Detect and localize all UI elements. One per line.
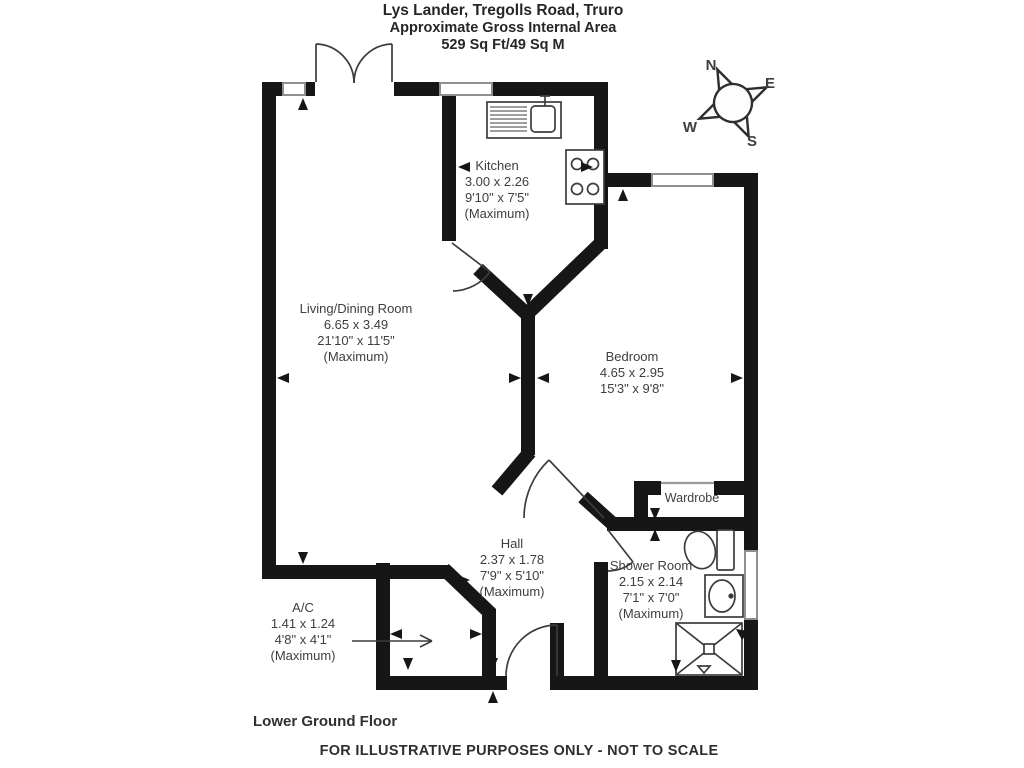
disclaimer: FOR ILLUSTRATIVE PURPOSES ONLY - NOT TO …	[319, 743, 719, 759]
room-dim-note: (Maximum)	[464, 206, 530, 221]
walls	[262, 82, 758, 690]
wash-basin	[704, 574, 744, 618]
room-name: Hall	[500, 536, 524, 551]
room-name: Shower Room	[609, 558, 693, 573]
area-caption: Approximate Gross Internal Area	[389, 20, 617, 36]
windows	[282, 82, 758, 620]
wall-right-lower-bottom	[559, 619, 758, 690]
arrow-bedroom-left	[537, 373, 549, 383]
door-bedroom	[523, 459, 605, 519]
compass-n: N	[706, 57, 717, 74]
arrow-shower-corner	[736, 629, 749, 640]
room-dim-note: (Maximum)	[270, 648, 336, 663]
compass-s: S	[747, 133, 757, 150]
compass-rose-icon: N E W S	[683, 57, 775, 150]
sink-drainer	[486, 95, 562, 139]
window-kitchen-top	[439, 82, 493, 96]
french-doors-living	[315, 43, 393, 84]
arrow-wardrobe-down	[650, 508, 660, 520]
room-dim-imperial: 21'10" x 11'5"	[317, 333, 395, 348]
wall-divider-diagonal	[491, 447, 536, 496]
doors	[315, 43, 714, 677]
compass-w: W	[683, 119, 698, 136]
room-name: Living/Dining Room	[299, 301, 413, 316]
arrow-kitchen-bottom	[523, 294, 533, 306]
room-name: A/C	[292, 600, 314, 615]
address-line: Lys Lander, Tregolls Road, Truro	[382, 2, 624, 19]
room-dim-note: (Maximum)	[323, 349, 389, 364]
window-living-top	[282, 82, 306, 96]
bedroom-label: Bedroom 4.65 x 2.95 15'3" x 9'8"	[600, 349, 664, 397]
room-dim-note: (Maximum)	[479, 584, 545, 599]
compass-e: E	[765, 75, 775, 92]
drain	[696, 665, 712, 675]
room-dim-imperial: 7'9" x 5'10"	[479, 568, 545, 583]
room-dim-imperial: 7'1" x 7'0"	[622, 590, 680, 605]
door-shower-room	[607, 529, 634, 572]
arrow-wardrobe-up	[650, 529, 660, 541]
arrow-ac-left	[390, 629, 402, 639]
wardrobe-label: Wardrobe	[665, 490, 719, 506]
shower-tray	[675, 622, 743, 676]
room-dim-imperial: 9'10" x 7'5"	[464, 190, 530, 205]
kitchen-label: Kitchen 3.00 x 2.26 9'10" x 7'5" (Maximu…	[465, 158, 530, 222]
arrow-shower-bottom	[671, 660, 681, 672]
arrow-living-bottom	[298, 552, 308, 564]
shower-room-label: Shower Room 2.15 x 2.14 7'1" x 7'0" (Max…	[610, 558, 692, 622]
room-dim-metric: 2.15 x 2.14	[618, 574, 684, 589]
room-name: Wardrobe	[664, 491, 720, 505]
room-dim-metric: 3.00 x 2.26	[464, 174, 530, 189]
wall-left-and-top	[262, 82, 283, 579]
hall-label: Hall 2.37 x 1.78 7'9" x 5'10" (Maximum)	[480, 536, 545, 600]
living-room-label: Living/Dining Room 6.65 x 3.49 21'10" x …	[300, 301, 413, 365]
arrow-ac-bottom	[403, 658, 413, 670]
arrow-hall-bottom-up	[488, 691, 498, 703]
room-dim-metric: 1.41 x 1.24	[270, 616, 336, 631]
ac-leader-arrow	[352, 634, 433, 648]
room-dim-metric: 2.37 x 1.78	[479, 552, 545, 567]
tap	[540, 95, 550, 106]
hob	[565, 149, 605, 205]
room-name: Bedroom	[605, 349, 659, 364]
room-dim-metric: 4.65 x 2.95	[599, 365, 665, 380]
arrow-kitchen-left	[458, 162, 470, 172]
window-shower-right	[744, 550, 758, 620]
floor-name: Lower Ground Floor	[253, 713, 398, 730]
dimension-arrows	[277, 98, 749, 703]
door-kitchen	[451, 242, 491, 292]
toilet	[683, 529, 735, 571]
plan-title: Lys Lander, Tregolls Road, Truro Approxi…	[383, 2, 624, 54]
arrow-bedroom-right	[731, 373, 743, 383]
room-dim-note: (Maximum)	[618, 606, 684, 621]
arrow-living-top	[298, 98, 308, 110]
arrow-bedroom-top	[618, 189, 628, 201]
door-entry	[505, 624, 558, 677]
arrow-hall-right	[458, 575, 470, 585]
arrow-living-right	[509, 373, 521, 383]
arrow-living-left	[277, 373, 289, 383]
arrow-hall-bottom-down	[488, 658, 498, 670]
room-dim-metric: 6.65 x 3.49	[323, 317, 389, 332]
wall-bedroom-top-right-side	[713, 173, 758, 551]
arrow-kitchen-right	[581, 162, 593, 172]
area-value: 529 Sq Ft/49 Sq M	[441, 37, 565, 53]
wall-bottom-left-ac	[376, 563, 507, 690]
room-name: Kitchen	[475, 158, 519, 173]
room-dim-imperial: 15'3" x 9'8"	[599, 381, 665, 396]
arrow-ac-right	[470, 629, 482, 639]
ac-label: A/C 1.41 x 1.24 4'8" x 4'1" (Maximum)	[271, 600, 336, 664]
room-dim-imperial: 4'8" x 4'1"	[274, 632, 332, 647]
wall-kitchen-diagonal	[521, 235, 608, 321]
window-bedroom-top	[651, 173, 714, 187]
